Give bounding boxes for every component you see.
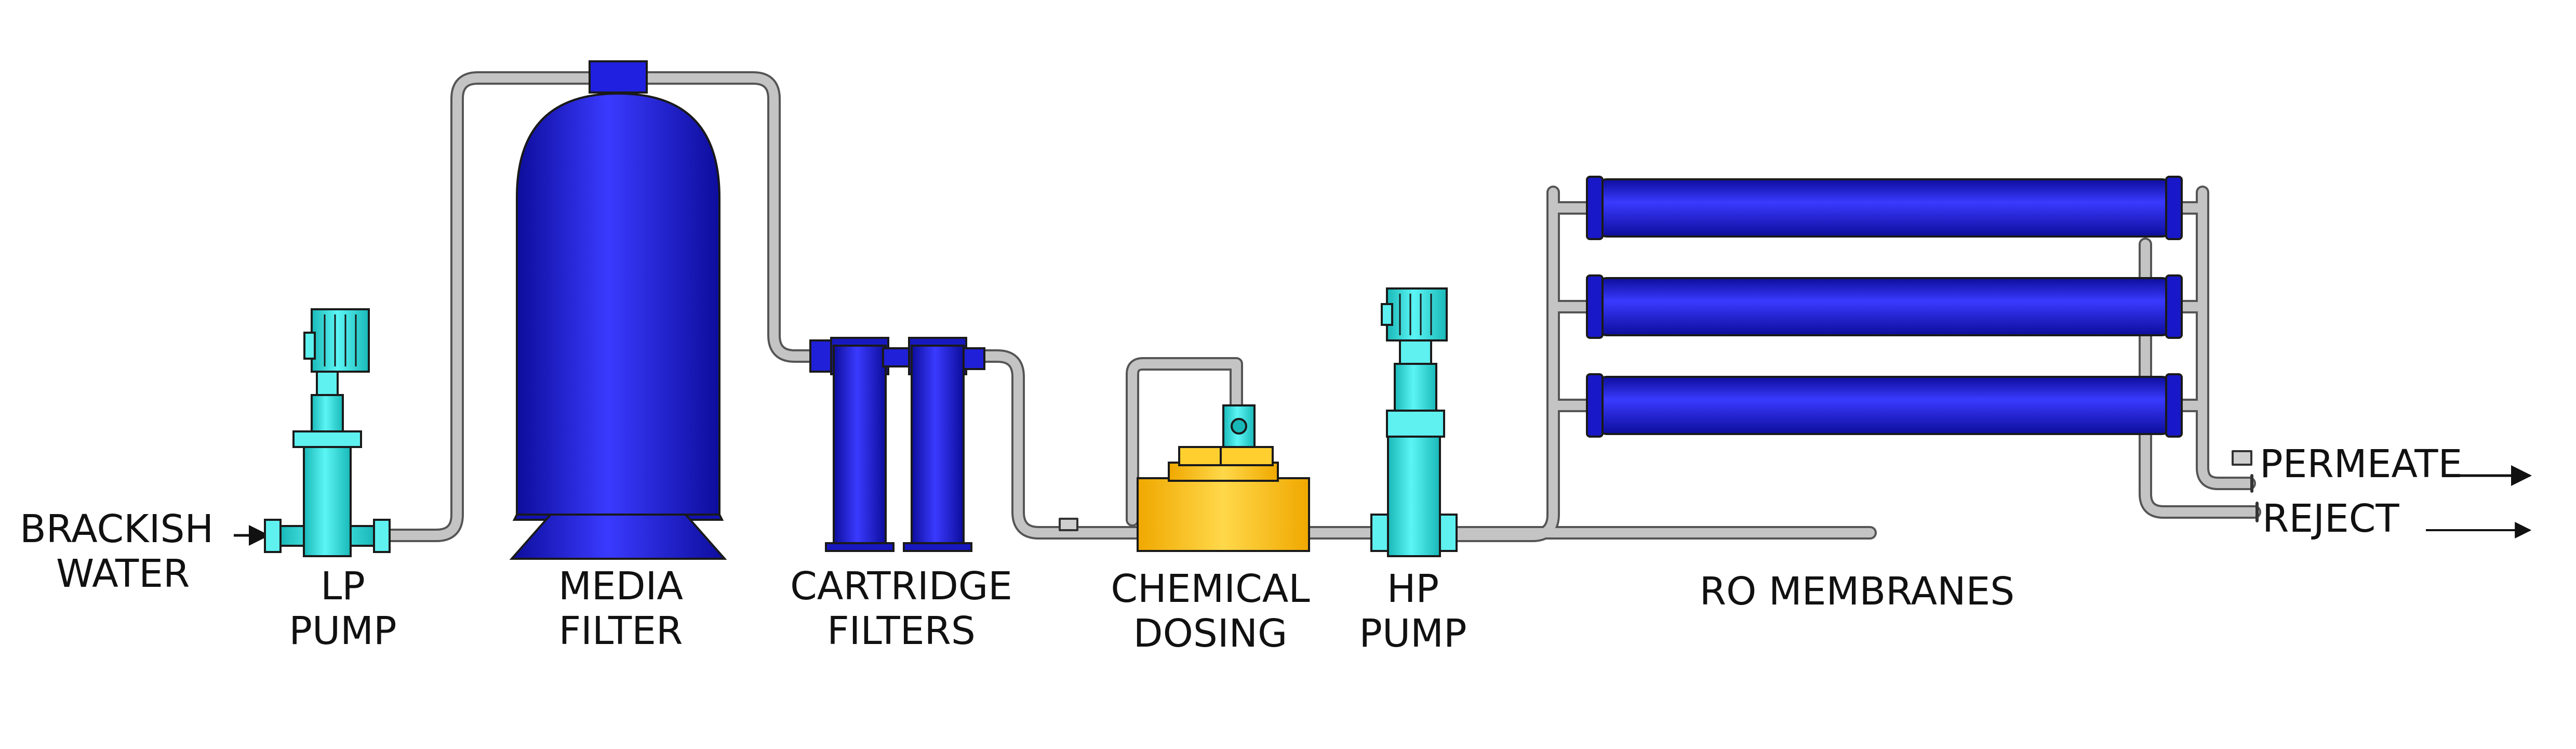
- cartridge-filters-label-line2: FILTERS: [827, 609, 976, 653]
- inlet-label-line1: BRACKISH: [20, 507, 214, 551]
- valve-icon: [2232, 450, 2252, 466]
- chemical-dosing: [1137, 404, 1310, 552]
- chemical-dosing-label-line1: CHEMICAL: [1111, 567, 1310, 611]
- hp-pump: [1370, 287, 1458, 557]
- hp-pump-label: HP PUMP: [1335, 567, 1491, 656]
- dosing-pump-icon: [1222, 404, 1256, 448]
- permeate-label: PERMEATE: [2260, 442, 2463, 487]
- hp-pump-label-line1: HP: [1386, 567, 1439, 611]
- media-filter: [509, 60, 727, 560]
- membrane-vessel: [1586, 373, 2183, 438]
- hp-pump-label-line2: PUMP: [1359, 611, 1467, 656]
- ro-membranes-label: RO MEMBRANES: [1699, 569, 2015, 614]
- motor-icon: [311, 308, 370, 373]
- motor-icon: [1386, 287, 1448, 341]
- membrane-vessel: [1586, 274, 2183, 339]
- media-filter-label-line2: FILTER: [558, 609, 683, 653]
- lp-pump-label: LP PUMP: [265, 564, 421, 653]
- reject-label: REJECT: [2262, 496, 2399, 541]
- membrane-vessel: [1586, 176, 2183, 240]
- media-filter-label: MEDIA FILTER: [535, 564, 706, 653]
- media-filter-label-line1: MEDIA: [558, 564, 684, 609]
- inlet-label-line2: WATER: [56, 551, 190, 596]
- cartridge-filters-label-line1: CARTRIDGE: [790, 564, 1012, 609]
- cartridge-filters-label: CARTRIDGE FILTERS: [774, 564, 1029, 653]
- chemical-dosing-label-line2: DOSING: [1133, 611, 1288, 656]
- outlet-arrows: [2426, 465, 2532, 538]
- inlet-label: BRACKISH WATER: [20, 507, 243, 596]
- chemical-dosing-label: CHEMICAL DOSING: [1075, 567, 1345, 656]
- ro-membranes: [1586, 176, 2183, 438]
- piping: [263, 71, 2261, 542]
- cartridge-filters: [809, 337, 985, 552]
- lp-pump-label-line1: LP: [321, 564, 365, 609]
- pressure-fitting: [1059, 518, 1078, 531]
- lp-pump: [264, 308, 391, 557]
- lp-pump-label-line2: PUMP: [289, 609, 397, 653]
